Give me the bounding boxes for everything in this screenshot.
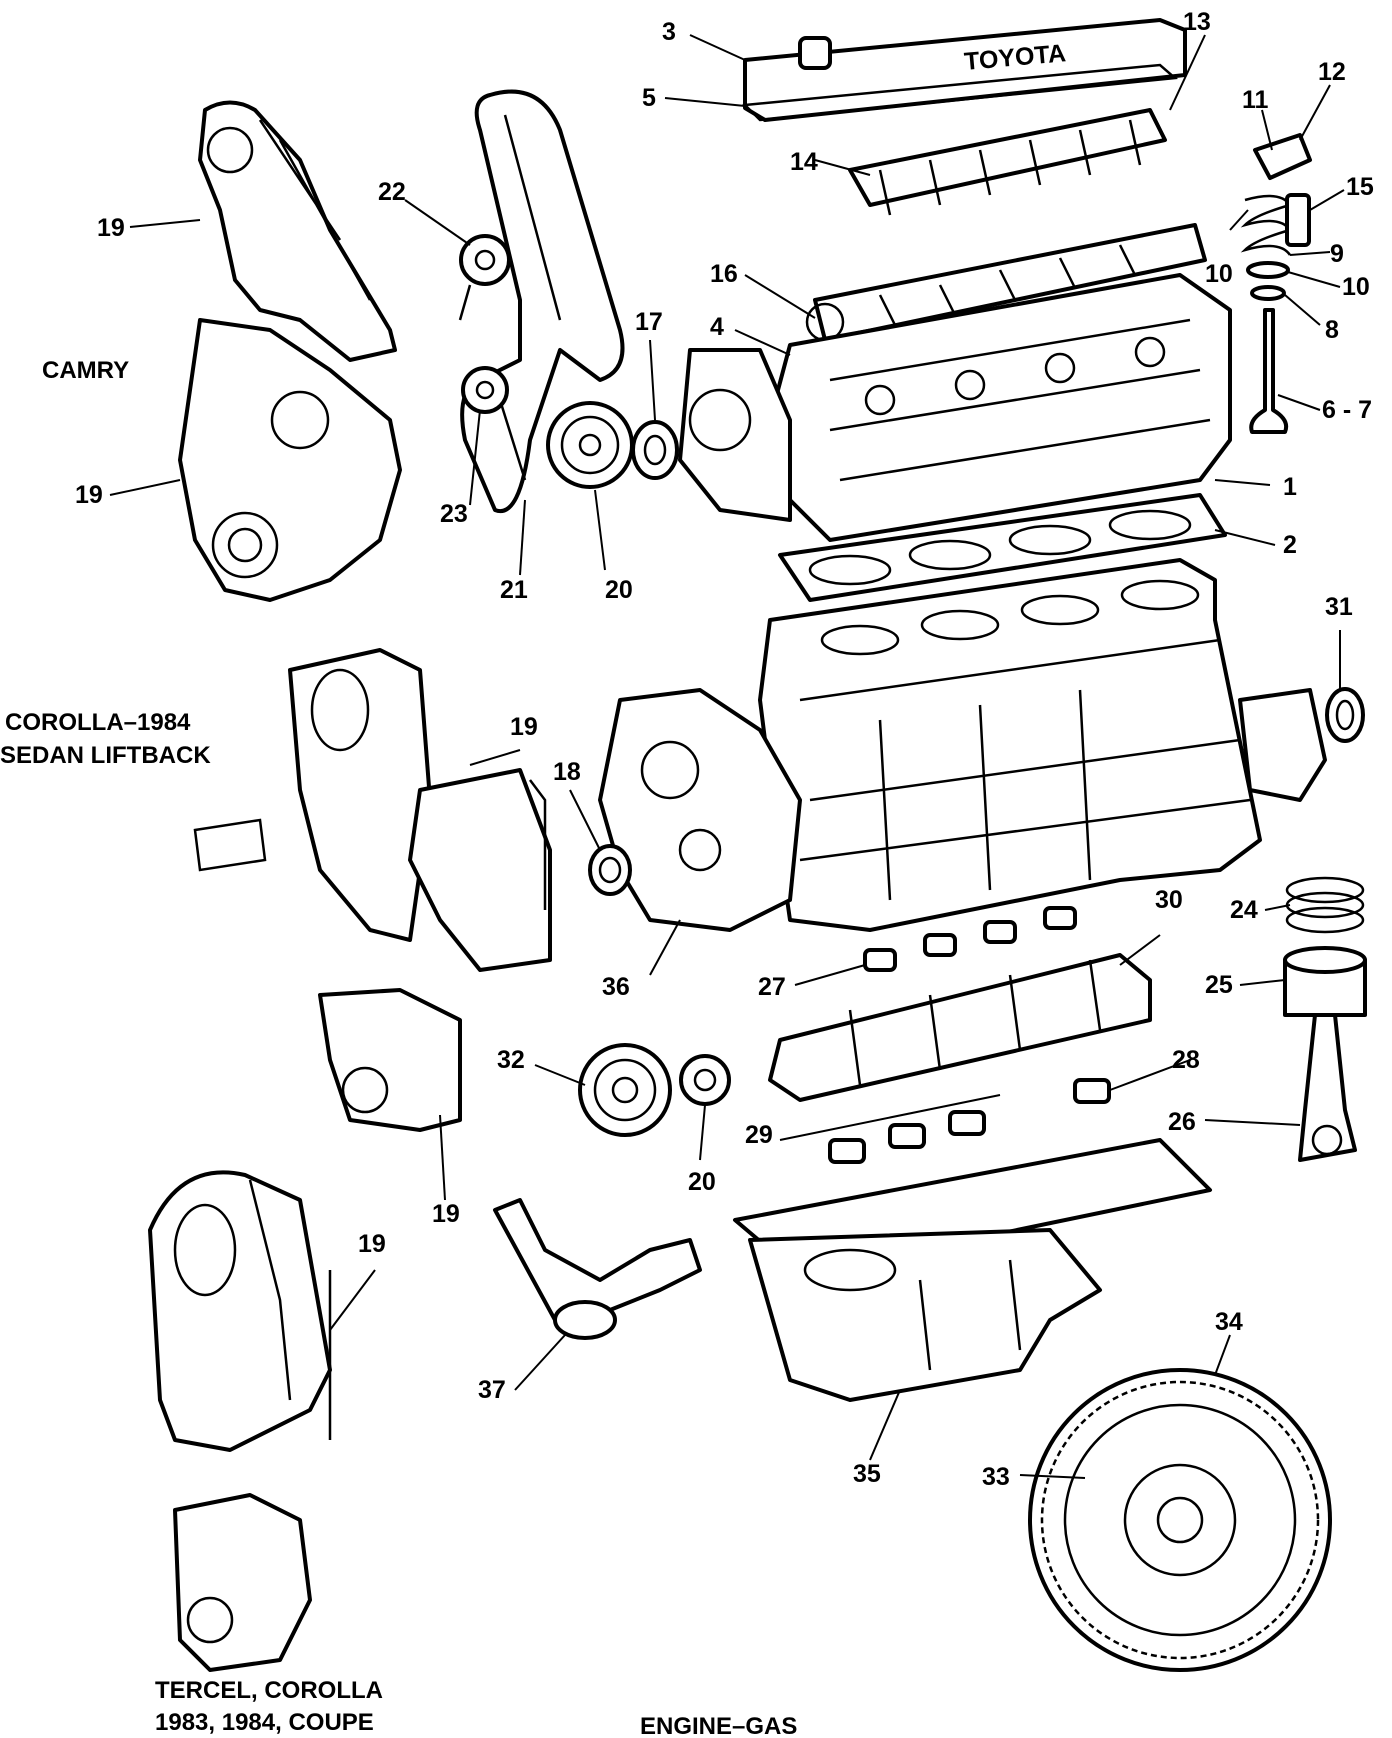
callout-numbers: 3 5 13 11 12 14 15 9 10 10 8 6 - 7 1 2 1… [75,8,1374,1491]
callout-8: 8 [1325,316,1339,344]
tercel-timing-cover-lower [173,1493,312,1672]
label-tercel-line2: 1983, 1984, COUPE [155,1709,374,1736]
label-camry: CAMRY [42,357,129,384]
label-corolla-line1: COROLLA–1984 [5,709,191,736]
callout-18: 18 [553,758,581,786]
corolla-cover-gasket [193,779,547,910]
oil-strainer [493,1198,702,1340]
callout-30: 30 [1155,886,1183,914]
crankshaft-timing-pulley [679,1054,731,1106]
callout-37: 37 [478,1376,506,1404]
valve-cover-gasket [742,63,1179,122]
callout-36: 36 [602,973,630,1001]
callout-29: 29 [745,1121,773,1149]
timing-gear-case [598,688,802,932]
callout-33: 33 [982,1463,1010,1491]
callout-11: 11 [1242,86,1269,114]
label-tercel-line1: TERCEL, COROLLA [155,1677,383,1704]
callout-31: 31 [1325,593,1353,621]
rocker-arm-assembly [848,108,1167,216]
variant-labels: CAMRY COROLLA–1984 SEDAN LIFTBACK TERCEL… [0,357,797,1738]
engine-valve [1249,308,1289,434]
callout-22: 22 [378,178,406,206]
callout-9: 9 [1330,240,1344,268]
valve-lash-adjuster [1285,193,1311,247]
camry-timing-cover-upper [198,100,397,362]
callout-19d: 19 [432,1200,460,1228]
flywheel [1028,1368,1332,1672]
callout-19b: 19 [75,481,103,509]
diagram-title: ENGINE–GAS [640,1713,797,1738]
callout-5: 5 [642,84,656,112]
callout-19e: 19 [358,1230,386,1258]
idler-pulley [461,366,509,414]
callout-17: 17 [635,308,663,336]
callout-6-7: 6 - 7 [1322,396,1372,424]
callout-20a: 20 [605,576,633,604]
callout-4: 4 [710,313,724,341]
belt-tensioner [458,234,511,321]
camshaft-timing-pulley [546,401,634,489]
callout-28: 28 [1172,1046,1200,1074]
rear-seal-retainer [1238,687,1365,802]
label-corolla-line2: SEDAN LIFTBACK [0,742,211,769]
tercel-timing-cover-upper [148,1170,332,1452]
callout-10b: 10 [1342,273,1370,301]
main-bearings-lower [828,1078,1111,1164]
crankshaft [768,953,1152,1102]
callout-35: 35 [853,1460,881,1488]
corolla-timing-cover-lower [318,988,462,1132]
callout-1: 1 [1283,473,1297,501]
camry-timing-cover-lower [178,318,402,602]
callout-23: 23 [440,500,468,528]
callout-19c: 19 [510,713,538,741]
callout-10a: 10 [1205,260,1233,288]
callout-16: 16 [710,260,738,288]
callout-34: 34 [1215,1308,1243,1336]
camshaft [805,223,1207,342]
callout-2: 2 [1283,531,1297,559]
callout-32: 32 [497,1046,525,1074]
callout-3: 3 [662,18,676,46]
callout-20b: 20 [688,1168,716,1196]
corolla-timing-cover-middle [408,768,552,972]
crankshaft-pulley [578,1043,672,1137]
callout-24: 24 [1230,896,1258,924]
front-crank-seal [588,844,632,896]
piston-rings [1285,876,1365,934]
callout-12: 12 [1318,58,1346,86]
callout-21: 21 [500,576,528,604]
callout-14: 14 [790,148,818,176]
cylinder-block [758,558,1262,932]
main-bearings-upper [863,906,1077,972]
callout-27: 27 [758,973,786,1001]
leader-lines [109,34,1345,1479]
rocker-arm [1253,133,1312,180]
callout-26: 26 [1168,1108,1196,1136]
connecting-rod [1298,1013,1357,1162]
piston [1283,946,1367,1017]
valve-spring [1240,194,1292,256]
cylinder-head-gasket [778,493,1227,602]
callout-25: 25 [1205,971,1233,999]
oil-pan [733,1138,1212,1402]
callout-15: 15 [1346,173,1374,201]
camshaft-oil-seal [631,420,679,480]
callout-19a: 19 [97,214,125,242]
camshaft-housing-plate [678,348,792,522]
corolla-timing-cover-upper [288,648,432,942]
callout-13: 13 [1183,8,1211,36]
spring-retainer [1246,261,1290,301]
